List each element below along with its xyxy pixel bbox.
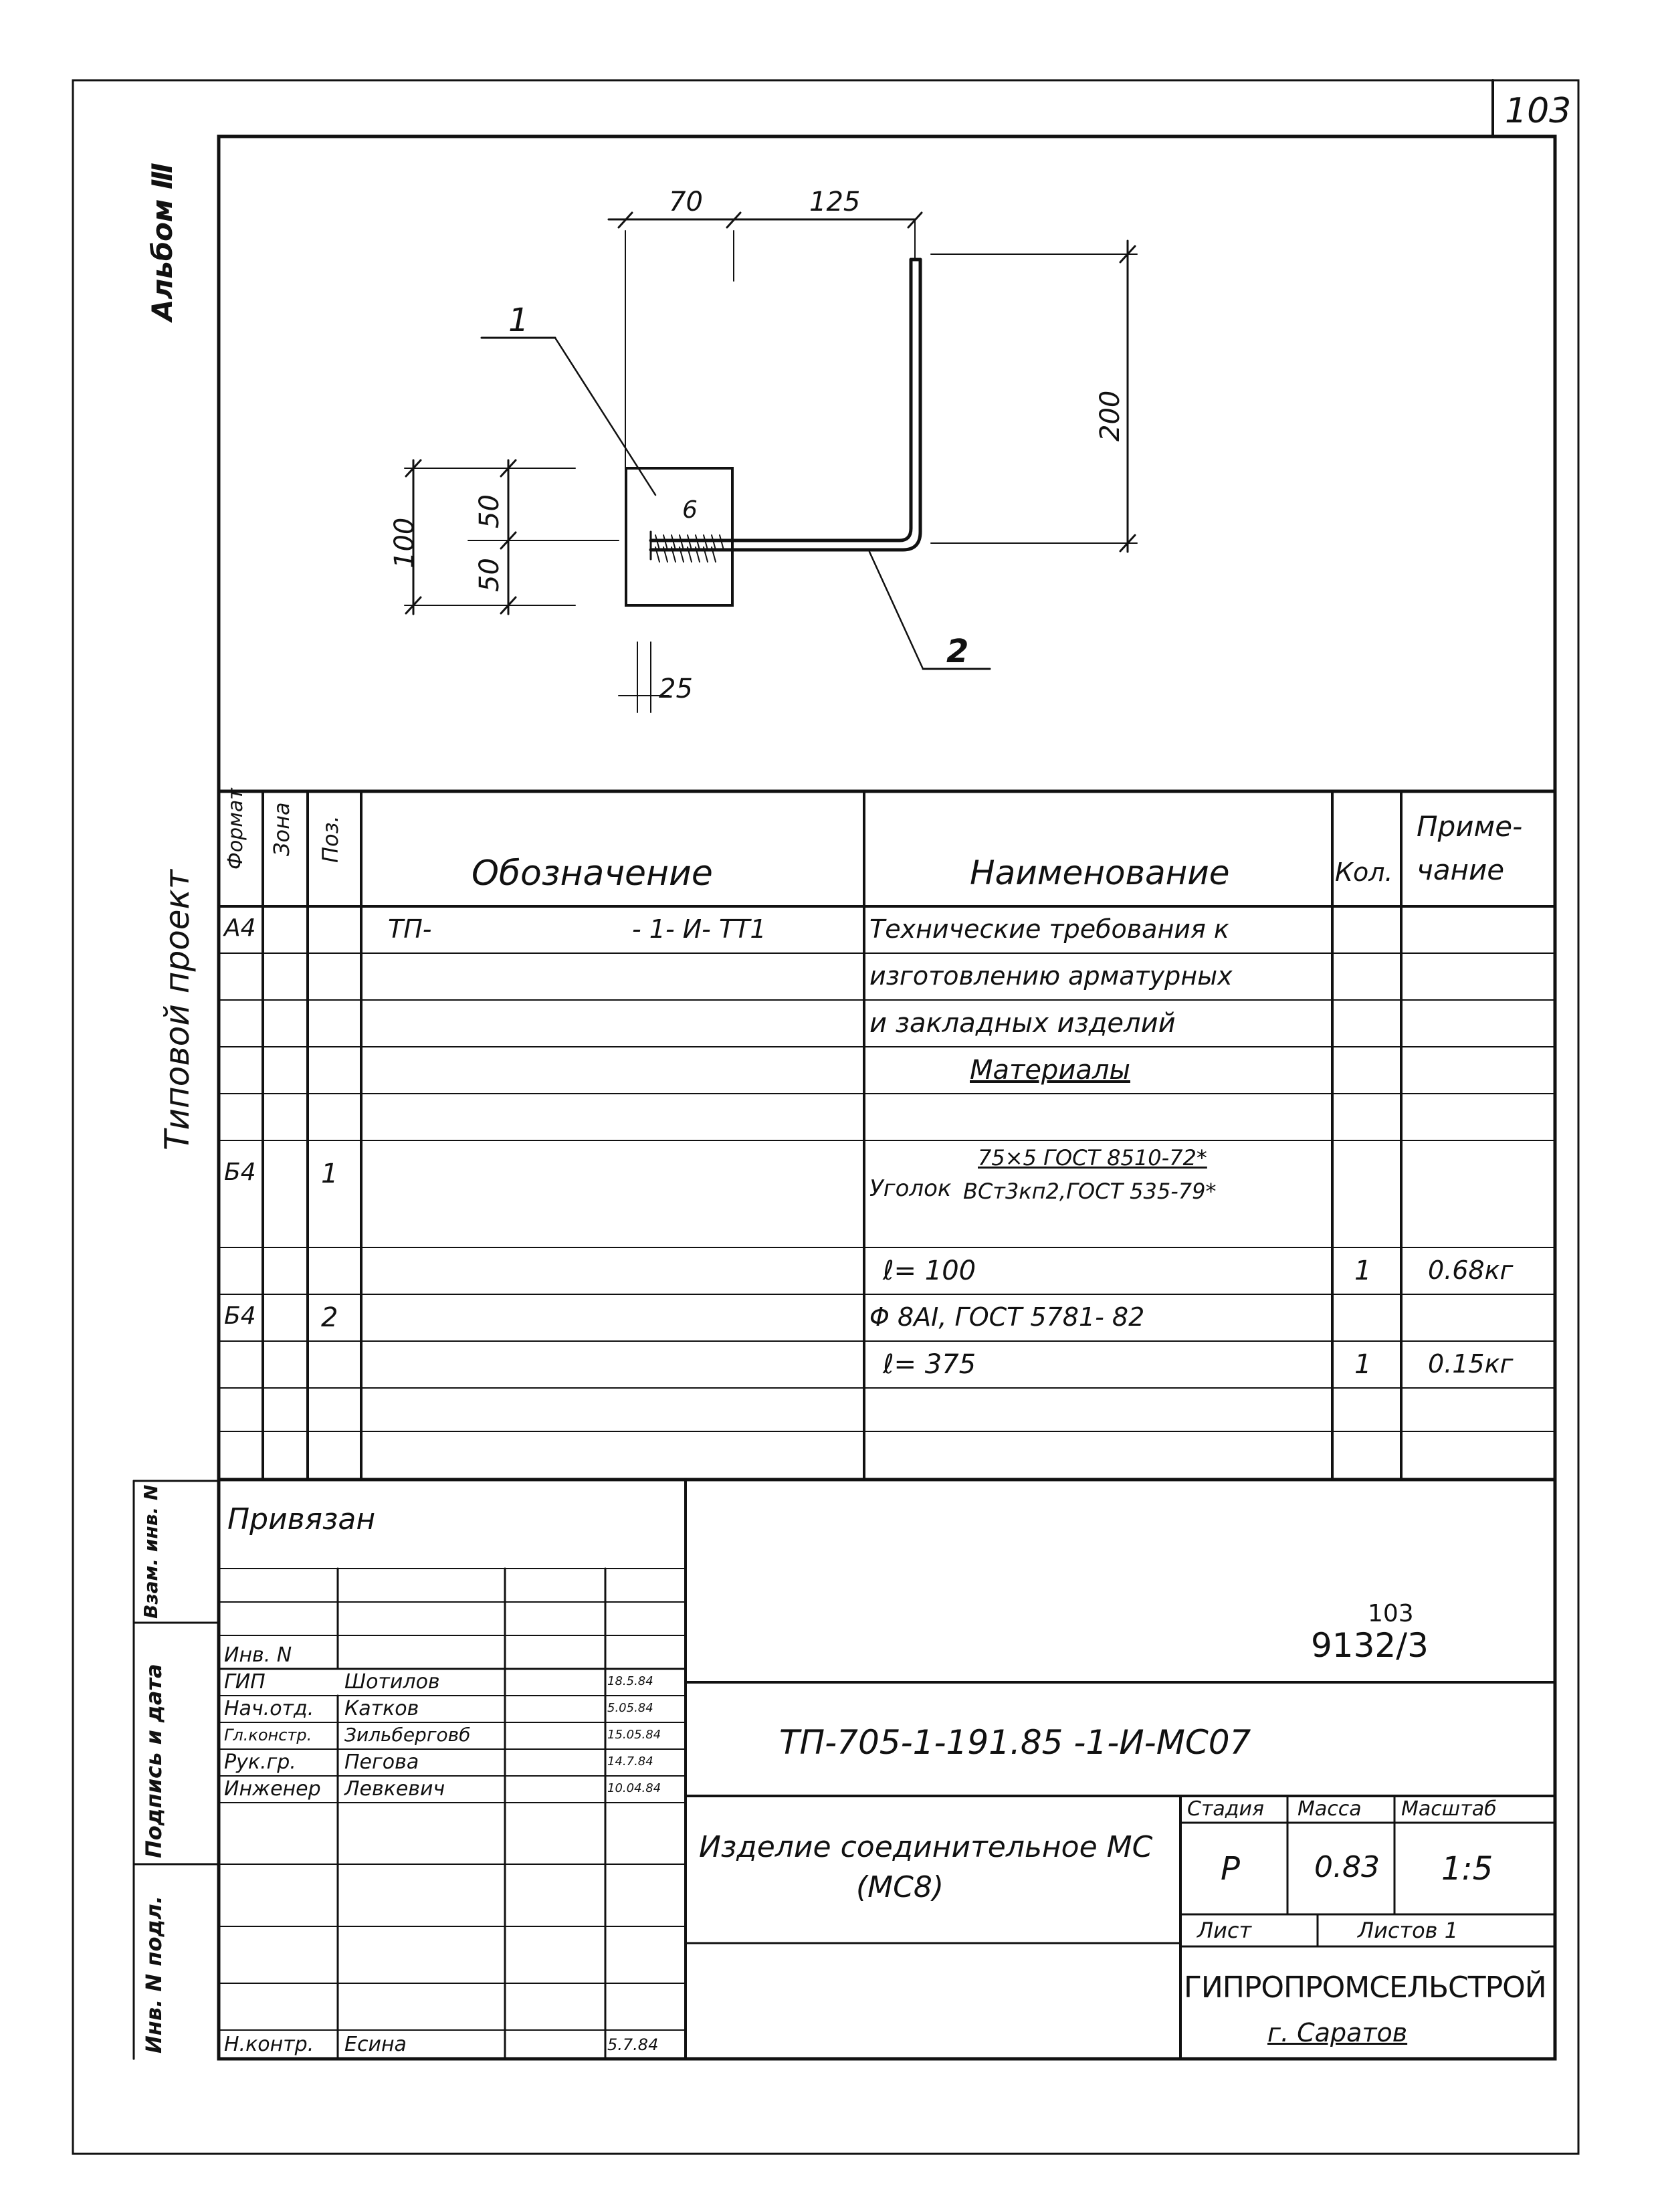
inventory-number-label: Инв. N xyxy=(224,1643,292,1667)
sheet-label: Лист xyxy=(1197,1918,1252,1943)
row7-name: Φ 8АⅠ, ГОСТ 5781- 82 xyxy=(869,1302,1145,1332)
row5-name-bottom: ВСт3кп2,ГОСТ 535-79* xyxy=(963,1179,1217,1204)
role-engineer: Инженер xyxy=(224,1777,321,1801)
mass-value: 0.83 xyxy=(1314,1850,1380,1884)
weld-size: 6 xyxy=(682,496,698,524)
row6-note: 0.68кг xyxy=(1428,1255,1514,1285)
organization-city: г. Саратов xyxy=(1267,2018,1408,2047)
scale-value: 1:5 xyxy=(1441,1850,1493,1888)
row4-name: Материалы xyxy=(970,1055,1130,1086)
position-1-label: 1 xyxy=(508,302,529,339)
organization-name: ГИПРОПРОМСЕЛЬСТРОЙ xyxy=(1184,1971,1547,2005)
row1-designation-suffix: - 1- И- ТТ1 xyxy=(632,914,766,944)
signature-date-label: Подпись и дата xyxy=(141,1664,167,1858)
tied-label: Привязан xyxy=(227,1502,376,1536)
date-group-lead: 14.7.84 xyxy=(607,1754,653,1769)
date-chief-designer: 15.05.84 xyxy=(607,1728,661,1742)
date-head-dept: 5.05.84 xyxy=(607,1701,653,1715)
date-gip: 18.5.84 xyxy=(607,1674,653,1688)
role-group-lead: Рук.гр. xyxy=(224,1750,296,1774)
row5-format: Б4 xyxy=(224,1159,256,1186)
code-number: 103 xyxy=(1368,1600,1414,1627)
title-line-2: (МС8) xyxy=(856,1870,944,1904)
row8-qty: 1 xyxy=(1354,1349,1372,1380)
row7-position: 2 xyxy=(321,1302,338,1333)
row6-name: ℓ= 100 xyxy=(883,1255,976,1286)
scale-label: Масштаб xyxy=(1401,1797,1497,1821)
row1-format: А4 xyxy=(224,914,256,942)
position-2-label: 2 xyxy=(946,633,969,670)
project-type-label: Типовой проект xyxy=(158,870,197,1150)
dim-25: 25 xyxy=(659,674,693,704)
name-norm-control: Есина xyxy=(344,2033,407,2056)
dim-200: 200 xyxy=(1095,390,1126,441)
row3-name: и закладных изделий xyxy=(869,1008,1176,1039)
stage-label: Стадия xyxy=(1187,1797,1265,1821)
header-note-1: Приме- xyxy=(1417,810,1523,843)
name-gip: Шотилов xyxy=(344,1670,440,1694)
row7-format: Б4 xyxy=(224,1302,256,1330)
dim-100: 100 xyxy=(389,517,420,569)
stage-value: Р xyxy=(1221,1850,1240,1888)
sheets-total-label: Листов 1 xyxy=(1358,1918,1459,1943)
role-head-dept: Нач.отд. xyxy=(224,1697,314,1720)
date-norm-control: 5.7.84 xyxy=(607,2035,659,2054)
header-qty: Кол. xyxy=(1335,858,1393,887)
row8-note: 0.15кг xyxy=(1428,1349,1514,1379)
header-format: Формат xyxy=(224,788,247,870)
row2-name: изготовлению арматурных xyxy=(869,961,1233,991)
row6-qty: 1 xyxy=(1354,1255,1372,1286)
dim-50-top: 50 xyxy=(474,494,505,528)
sheet-number: 103 xyxy=(1505,91,1572,131)
row5-name-top: 75×5 ГОСТ 8510-72* xyxy=(978,1145,1207,1171)
role-chief-designer: Гл.констр. xyxy=(224,1726,312,1744)
row1-designation-prefix: ТП- xyxy=(388,914,432,944)
row5-name-prefix: Уголок xyxy=(869,1175,952,1202)
role-norm-control: Н.контр. xyxy=(224,2033,314,2056)
row8-name: ℓ= 375 xyxy=(883,1349,976,1380)
name-chief-designer: Зильберговб xyxy=(344,1724,471,1746)
role-gip: ГИП xyxy=(224,1670,266,1694)
album-code: 9132/3 xyxy=(1311,1626,1429,1665)
row1-name: Технические требования к xyxy=(869,914,1229,944)
album-label: Альбом Ⅲ xyxy=(146,163,179,321)
header-name: Наименование xyxy=(970,853,1230,892)
name-engineer: Левкевич xyxy=(344,1777,445,1801)
original-inv-label: Инв. N подл. xyxy=(141,1896,167,2053)
title-line-1: Изделие соединительное МС xyxy=(699,1830,1153,1864)
replacement-inv-label: Взам. инв. N xyxy=(140,1484,162,1619)
dim-70: 70 xyxy=(669,187,703,217)
name-group-lead: Пегова xyxy=(344,1750,419,1774)
header-designation: Обозначение xyxy=(472,853,713,894)
header-zone: Зона xyxy=(269,802,294,856)
header-note-2: чание xyxy=(1417,853,1505,886)
document-code: ТП-705-1-191.85 -1-И-МС07 xyxy=(779,1723,1251,1762)
dim-50-bottom: 50 xyxy=(474,558,505,592)
mass-label: Масса xyxy=(1298,1797,1362,1821)
name-head-dept: Катков xyxy=(344,1697,419,1720)
row5-position: 1 xyxy=(321,1159,338,1189)
header-position: Поз. xyxy=(318,815,343,863)
date-engineer: 10.04.84 xyxy=(607,1781,661,1795)
dim-125: 125 xyxy=(809,187,861,217)
